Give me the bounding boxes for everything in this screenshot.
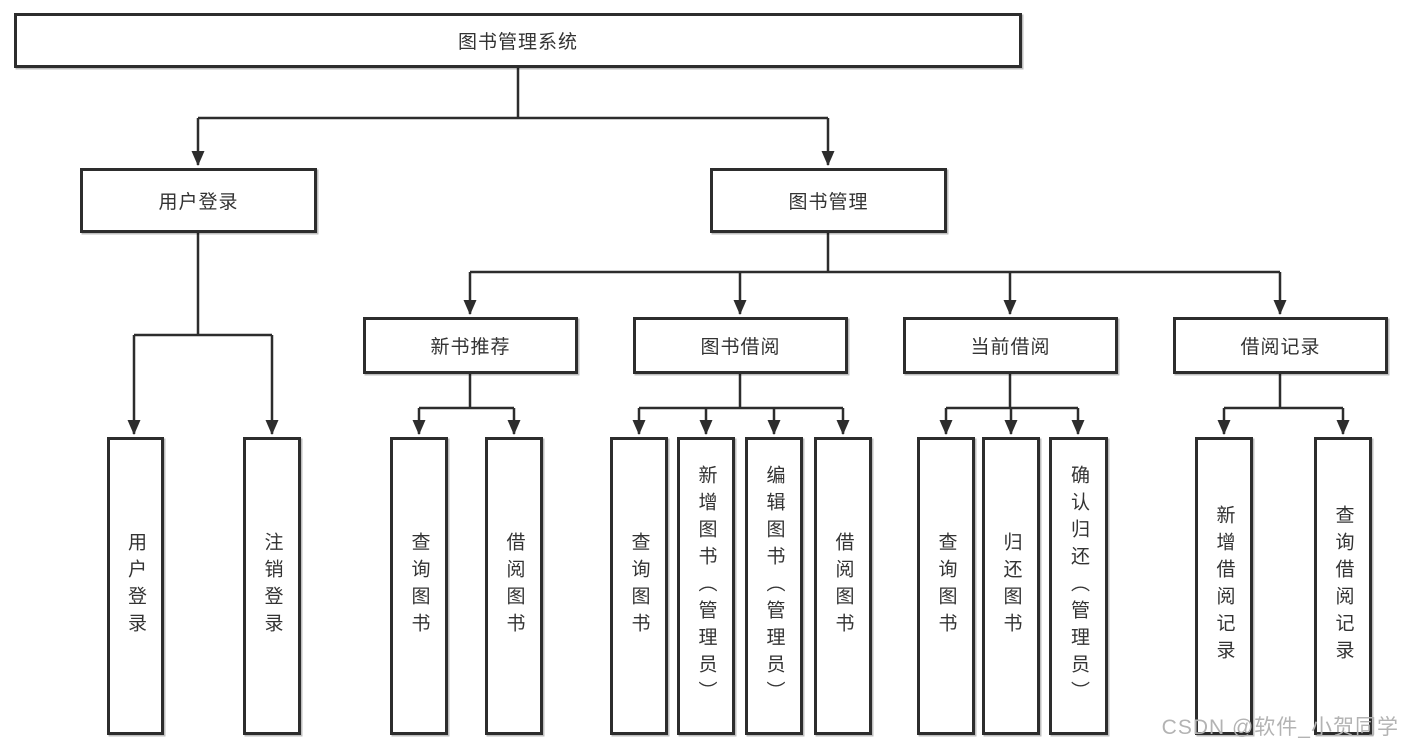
node-current-confirm-return-admin: 确认归还（管理员） xyxy=(1049,437,1108,735)
node-user-login: 用户登录 xyxy=(80,168,317,233)
node-borrow-borrow-books: 借阅图书 xyxy=(814,437,872,735)
node-borrow-query-books: 查询图书 xyxy=(610,437,668,735)
node-records-query-record: 查询借阅记录 xyxy=(1314,437,1372,735)
node-records-add-record: 新增借阅记录 xyxy=(1195,437,1253,735)
node-recommend-borrow-books: 借阅图书 xyxy=(485,437,543,735)
node-current-borrow: 当前借阅 xyxy=(903,317,1118,374)
node-leaf-logout: 注销登录 xyxy=(243,437,301,735)
node-recommend-query-books: 查询图书 xyxy=(390,437,448,735)
node-borrow-add-books-admin: 新增图书（管理员） xyxy=(677,437,735,735)
node-book-management: 图书管理 xyxy=(710,168,947,233)
node-new-book-recommend: 新书推荐 xyxy=(363,317,578,374)
node-library-management-system: 图书管理系统 xyxy=(14,13,1022,68)
node-borrow-edit-books-admin: 编辑图书（管理员） xyxy=(745,437,803,735)
node-leaf-user-login: 用户登录 xyxy=(107,437,164,735)
csdn-watermark: CSDN @软件_小贺同学 xyxy=(1161,716,1399,739)
node-current-return-books: 归还图书 xyxy=(982,437,1040,735)
node-current-query-books: 查询图书 xyxy=(917,437,975,735)
node-book-borrow: 图书借阅 xyxy=(633,317,848,374)
node-borrow-records: 借阅记录 xyxy=(1173,317,1388,374)
